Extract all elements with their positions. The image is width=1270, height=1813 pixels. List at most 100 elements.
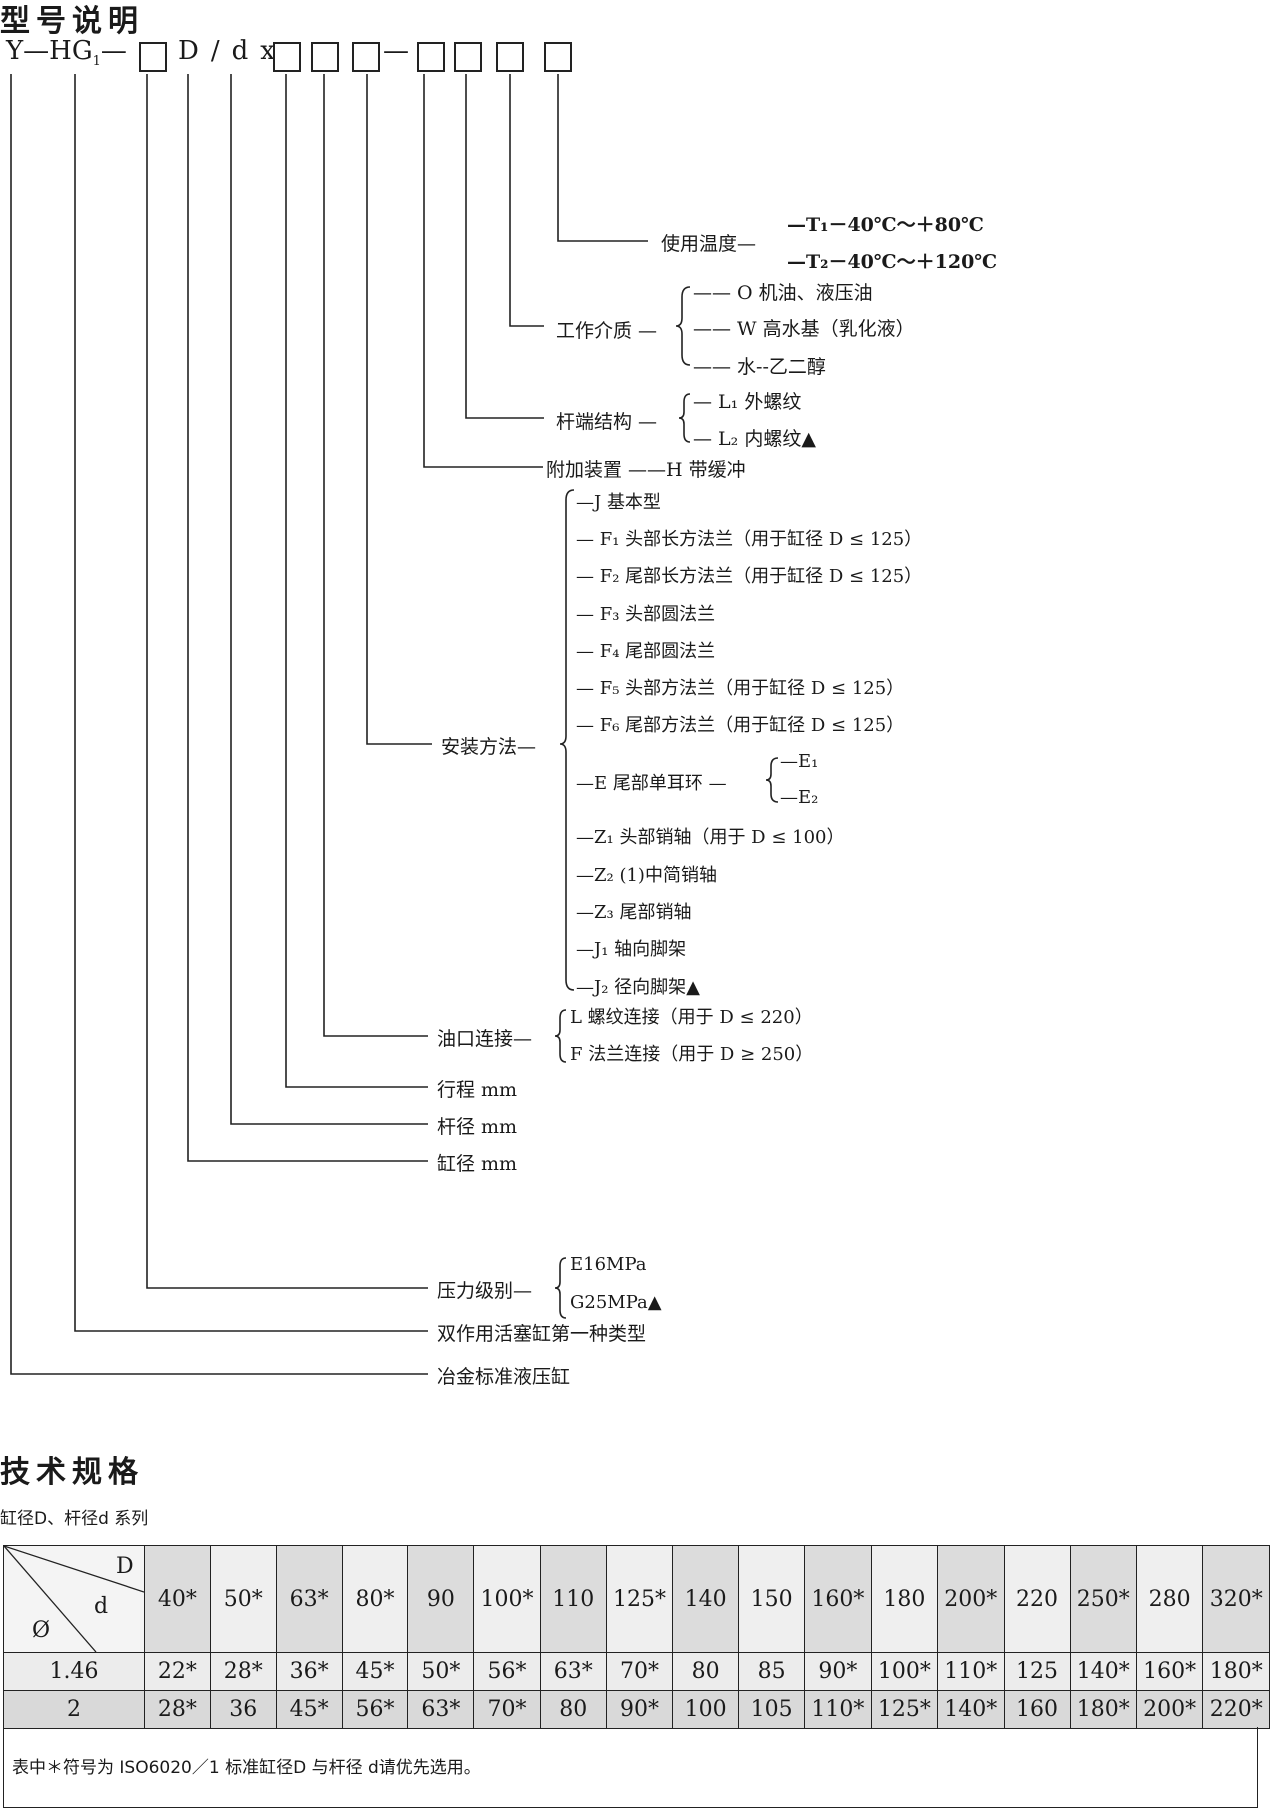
standard-label: 冶金标准液压缸 xyxy=(437,1366,571,1388)
pressure-option-e: E16MPa xyxy=(570,1254,647,1275)
mounting-option-z1: —Z₁ 头部销轴（用于 D ≤ 100） xyxy=(576,827,845,848)
temperature-option-t1: —T₁－40℃～＋80℃ xyxy=(787,214,984,236)
table-header-row: D d Ø 40* 50* 63* 80* 90 100* 110 125* 1… xyxy=(3,1545,1270,1653)
table-cell: 100* xyxy=(870,1652,939,1691)
code-box-pressure xyxy=(139,42,167,72)
rod-end-label: 杆端结构 — xyxy=(556,411,658,433)
mounting-option-z3: —Z₃ 尾部销轴 xyxy=(576,902,692,923)
medium-option-glycol: —— 水--乙二醇 xyxy=(693,356,826,378)
table-cell: 90* xyxy=(804,1652,872,1691)
corner-label-d-lower: d xyxy=(94,1594,109,1619)
rod-end-option-l1: — L₁ 外螺纹 xyxy=(693,391,802,413)
table-cell: 80 xyxy=(672,1652,740,1691)
table-note-box: 表中＊符号为 ISO6020／1 标准缸径D 与杆径 d请优先选用。 xyxy=(3,1727,1258,1808)
col-header: 80* xyxy=(341,1545,409,1653)
medium-option-water: —— W 高水基（乳化液） xyxy=(693,318,915,340)
code-dash-2: — xyxy=(383,36,409,66)
code-middle: D/dx xyxy=(178,36,287,66)
table-cell: 56* xyxy=(473,1652,541,1691)
col-header: 100* xyxy=(473,1545,541,1653)
corner-label-ratio: Ø xyxy=(32,1618,51,1643)
col-header: 50* xyxy=(209,1545,277,1653)
table-cell: 105 xyxy=(738,1690,806,1729)
col-header: 90 xyxy=(407,1545,475,1653)
table-cell: 28* xyxy=(209,1652,277,1691)
col-header: 180 xyxy=(870,1545,939,1653)
mounting-suboption-e2: —E₂ xyxy=(780,787,819,808)
table-cell: 200* xyxy=(1135,1690,1204,1729)
mounting-option-f2: — F₂ 尾部长方法兰（用于缸径 D ≤ 125） xyxy=(576,566,923,587)
mounting-label: 安装方法— xyxy=(441,736,537,758)
medium-option-oil: —— O 机油、液压油 xyxy=(693,282,873,304)
model-section-heading: 型号说明 xyxy=(0,4,144,39)
pressure-option-g: G25MPa▲ xyxy=(570,1292,662,1313)
medium-label: 工作介质 — xyxy=(556,320,658,342)
port-option-l: L 螺纹连接（用于 D ≤ 220） xyxy=(570,1007,813,1028)
code-prefix: Y—HG1— xyxy=(6,36,127,70)
code-box-mounting xyxy=(352,42,380,72)
rod-label: 杆径 mm xyxy=(437,1116,518,1138)
table-cell: 90* xyxy=(605,1690,674,1729)
table-cell: 125 xyxy=(1003,1652,1071,1691)
col-header: 150 xyxy=(738,1545,806,1653)
table-cell: 110* xyxy=(937,1652,1005,1691)
col-header: 200* xyxy=(937,1545,1005,1653)
col-header: 110 xyxy=(539,1545,607,1653)
type-label: 双作用活塞缸第一种类型 xyxy=(437,1323,647,1345)
corner-label-d-upper: D xyxy=(116,1554,134,1579)
col-header: 220 xyxy=(1003,1545,1071,1653)
col-header: 63* xyxy=(275,1545,343,1653)
table-cell: 70* xyxy=(473,1690,541,1729)
code-box-port xyxy=(311,42,339,72)
corner-diagonals xyxy=(4,1546,144,1652)
code-box-medium xyxy=(496,42,524,72)
temperature-label: 使用温度— xyxy=(661,233,757,255)
table-cell: 100 xyxy=(672,1690,740,1729)
table-cell: 180* xyxy=(1202,1652,1270,1691)
mounting-option-f4: — F₄ 尾部圆法兰 xyxy=(576,641,716,662)
pressure-label: 压力级别— xyxy=(437,1280,533,1302)
table-cell: 160 xyxy=(1003,1690,1071,1729)
col-header: 160* xyxy=(804,1545,872,1653)
spec-table: D d Ø 40* 50* 63* 80* 90 100* 110 125* 1… xyxy=(3,1545,1270,1729)
table-cell: 50* xyxy=(407,1652,475,1691)
port-option-f: F 法兰连接（用于 D ≥ 250） xyxy=(570,1044,814,1065)
accessory-label: 附加装置 ——H 带缓冲 xyxy=(546,459,746,481)
table-cell: 36 xyxy=(209,1690,277,1729)
rod-end-option-l2: — L₂ 内螺纹▲ xyxy=(693,428,816,450)
col-header: 250* xyxy=(1069,1545,1137,1653)
col-header: 125* xyxy=(605,1545,674,1653)
table-cell: 63* xyxy=(539,1652,607,1691)
col-header: 280 xyxy=(1135,1545,1204,1653)
table-corner-cell: D d Ø xyxy=(3,1545,145,1653)
table-cell: 180* xyxy=(1069,1690,1137,1729)
mounting-option-f3: — F₃ 头部圆法兰 xyxy=(576,604,716,625)
row-ratio-cell: 2 xyxy=(3,1690,145,1729)
temperature-option-t2: —T₂－40℃～＋120℃ xyxy=(787,251,998,273)
mounting-option-j2: —J₂ 径向脚架▲ xyxy=(576,977,700,998)
spec-subtitle: 缸径D、杆径d 系列 xyxy=(0,1509,149,1529)
mounting-option-f1: — F₁ 头部长方法兰（用于缸径 D ≤ 125） xyxy=(576,529,923,550)
table-cell: 56* xyxy=(341,1690,409,1729)
mounting-option-z2: —Z₂ (1)中简销轴 xyxy=(576,865,717,886)
table-row: 2 28* 36 45* 56* 63* 70* 80 90* 100 105 … xyxy=(3,1690,1270,1729)
col-header: 40* xyxy=(144,1545,211,1653)
code-box-rod-end xyxy=(454,42,482,72)
table-cell: 160* xyxy=(1135,1652,1204,1691)
table-cell: 22* xyxy=(144,1652,211,1691)
code-box-temperature xyxy=(544,42,572,72)
col-header: 320* xyxy=(1202,1545,1270,1653)
table-cell: 125* xyxy=(870,1690,939,1729)
table-cell: 28* xyxy=(144,1690,211,1729)
code-box-stroke xyxy=(273,42,301,72)
table-cell: 140* xyxy=(1069,1652,1137,1691)
table-cell: 220* xyxy=(1202,1690,1270,1729)
table-cell: 110* xyxy=(804,1690,872,1729)
bore-label: 缸径 mm xyxy=(437,1153,518,1175)
mounting-suboption-e1: —E₁ xyxy=(780,751,819,772)
mounting-option-f5: — F₅ 头部方法兰（用于缸径 D ≤ 125） xyxy=(576,678,905,699)
table-cell: 45* xyxy=(341,1652,409,1691)
mounting-option-f6: — F₆ 尾部方法兰（用于缸径 D ≤ 125） xyxy=(576,715,905,736)
port-label: 油口连接— xyxy=(437,1028,533,1050)
mounting-option-j1: —J₁ 轴向脚架 xyxy=(576,939,687,960)
